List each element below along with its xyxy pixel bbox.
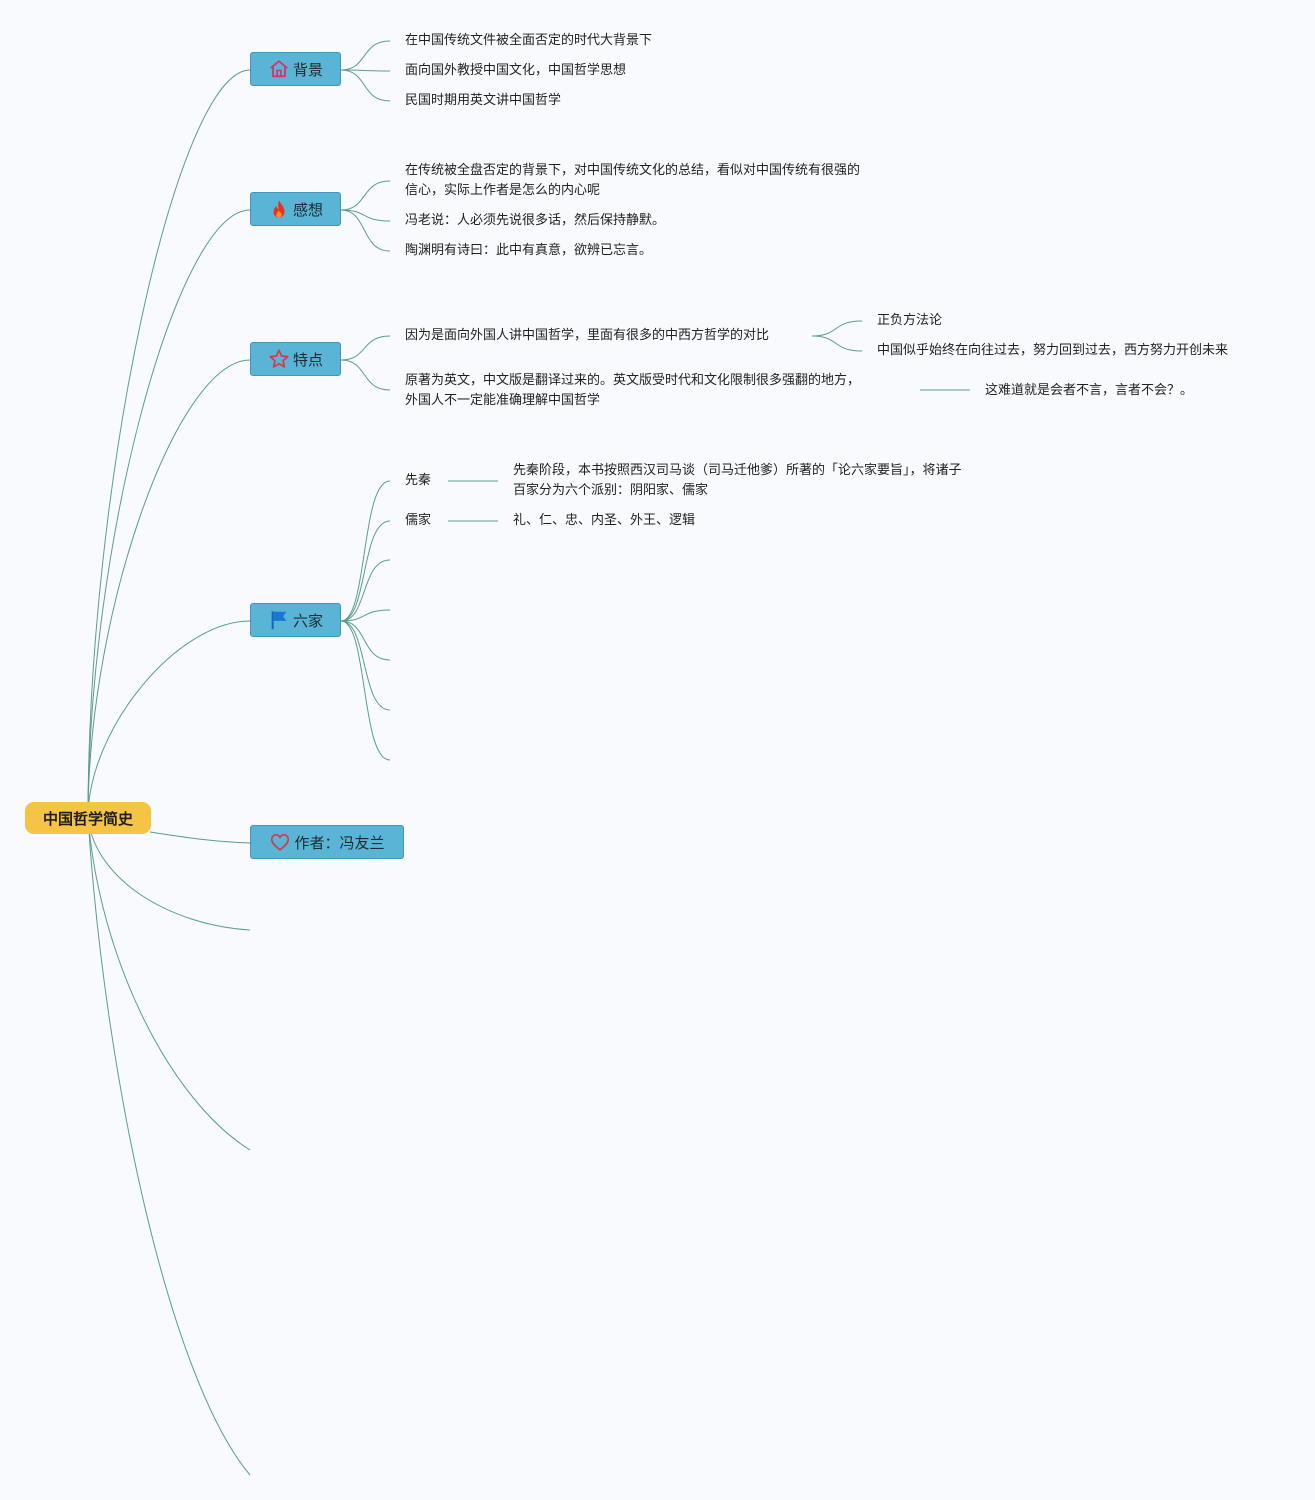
branch-root-author (149, 831, 251, 844)
branch-six-schools-5 (340, 620, 391, 661)
leaf-thoughts-1-line-2: 信心，实际上作者是怎么的内心呢 (405, 183, 601, 198)
branch-thoughts-2 (340, 209, 391, 222)
leaf-features-2[interactable]: 原著为英文，中文版是翻译过来的。英文版受时代和文化限制很多强翻的地方， 外国人不… (405, 371, 860, 411)
branch-root-thoughts (87, 209, 251, 819)
branch-six-schools-7 (340, 620, 391, 761)
leaf-features-1-child-2[interactable]: 中国似乎始终在向往过去，努力回到过去，西方努力开创未来 (877, 343, 1229, 358)
topic-author[interactable]: 作者：冯友兰 (250, 825, 404, 859)
branch-root-features (87, 359, 251, 819)
branch-thoughts-1 (340, 180, 391, 211)
branch-root-background (87, 69, 251, 819)
topic-features[interactable]: 特点 (250, 342, 341, 376)
root-topic[interactable]: 中国哲学简史 (25, 802, 151, 834)
branch-root-empty-2 (87, 817, 251, 1151)
leaf-six-schools-confucian[interactable]: 儒家 (405, 513, 432, 528)
branch-features-1-child-1 (811, 320, 863, 337)
leaf-thoughts-1[interactable]: 在传统被全盘否定的背景下，对中国传统文化的总结，看似对中国传统有很强的 信心，实… (405, 161, 860, 201)
branch-root-six-schools (87, 620, 251, 819)
leaf-background-3[interactable]: 民国时期用英文讲中国哲学 (405, 93, 562, 108)
topic-background-label: 背景 (292, 60, 323, 79)
leaf-six-schools-pre-qin-detail-line-2: 百家分为六个派别：阴阳家、儒家 (513, 483, 709, 498)
topic-features-label: 特点 (292, 350, 323, 369)
branch-background-1 (340, 40, 391, 71)
branch-thoughts-3 (340, 209, 391, 252)
branch-six-schools-6 (340, 620, 391, 711)
leaf-six-schools-confucian-detail[interactable]: 礼、仁、忠、内圣、外王、逻辑 (513, 513, 696, 528)
home-icon (268, 58, 290, 80)
branch-six-schools-1 (340, 480, 391, 622)
fire-icon (268, 198, 290, 220)
topic-author-label: 作者：冯友兰 (294, 833, 385, 852)
branch-background-3 (340, 69, 391, 102)
heart-icon (269, 831, 291, 853)
leaf-thoughts-2[interactable]: 冯老说：人必须先说很多话，然后保持静默。 (405, 213, 666, 228)
branch-six-schools-3 (340, 559, 391, 622)
branch-six-schools-2 (340, 520, 391, 622)
branch-background-2 (340, 69, 391, 72)
leaf-six-schools-pre-qin-detail-line-1: 先秦阶段，本书按照西汉司马谈（司马迁他爹）所著的「论六家要旨」，将诸子 (513, 463, 962, 478)
branch-root-empty-3 (87, 817, 251, 1476)
branch-root-empty-1 (87, 817, 251, 931)
branch-features-1 (340, 335, 391, 361)
topic-thoughts[interactable]: 感想 (250, 192, 341, 226)
leaf-features-1-child-1[interactable]: 正负方法论 (877, 313, 943, 328)
branch-features-1-child-2 (811, 335, 863, 352)
leaf-background-2[interactable]: 面向国外教授中国文化，中国哲学思想 (405, 63, 627, 78)
branch-features-2 (340, 359, 391, 391)
star-icon (268, 348, 290, 370)
leaf-features-2-line-2: 外国人不一定能准确理解中国哲学 (405, 393, 601, 408)
leaf-six-schools-pre-qin[interactable]: 先秦 (405, 473, 432, 488)
topic-six-schools-label: 六家 (292, 611, 323, 630)
flag-icon (268, 609, 290, 631)
branch-six-schools-4 (340, 609, 391, 622)
leaf-thoughts-3[interactable]: 陶渊明有诗曰：此中有真意，欲辨已忘言。 (405, 243, 653, 258)
topic-thoughts-label: 感想 (292, 200, 323, 219)
leaf-six-schools-pre-qin-detail[interactable]: 先秦阶段，本书按照西汉司马谈（司马迁他爹）所著的「论六家要旨」，将诸子 百家分为… (513, 461, 962, 501)
leaf-features-2-child-1[interactable]: 这难道就是会者不言，言者不会？。 (985, 383, 1194, 398)
leaf-features-2-line-1: 原著为英文，中文版是翻译过来的。英文版受时代和文化限制很多强翻的地方， (405, 373, 861, 388)
leaf-features-1[interactable]: 因为是面向外国人讲中国哲学，里面有很多的中西方哲学的对比 (405, 328, 770, 343)
root-topic-label: 中国哲学简史 (42, 809, 133, 828)
topic-background[interactable]: 背景 (250, 52, 341, 86)
leaf-thoughts-1-line-1: 在传统被全盘否定的背景下，对中国传统文化的总结，看似对中国传统有很强的 (405, 163, 861, 178)
topic-six-schools[interactable]: 六家 (250, 603, 341, 637)
leaf-background-1[interactable]: 在中国传统文件被全面否定的时代大背景下 (405, 33, 653, 48)
